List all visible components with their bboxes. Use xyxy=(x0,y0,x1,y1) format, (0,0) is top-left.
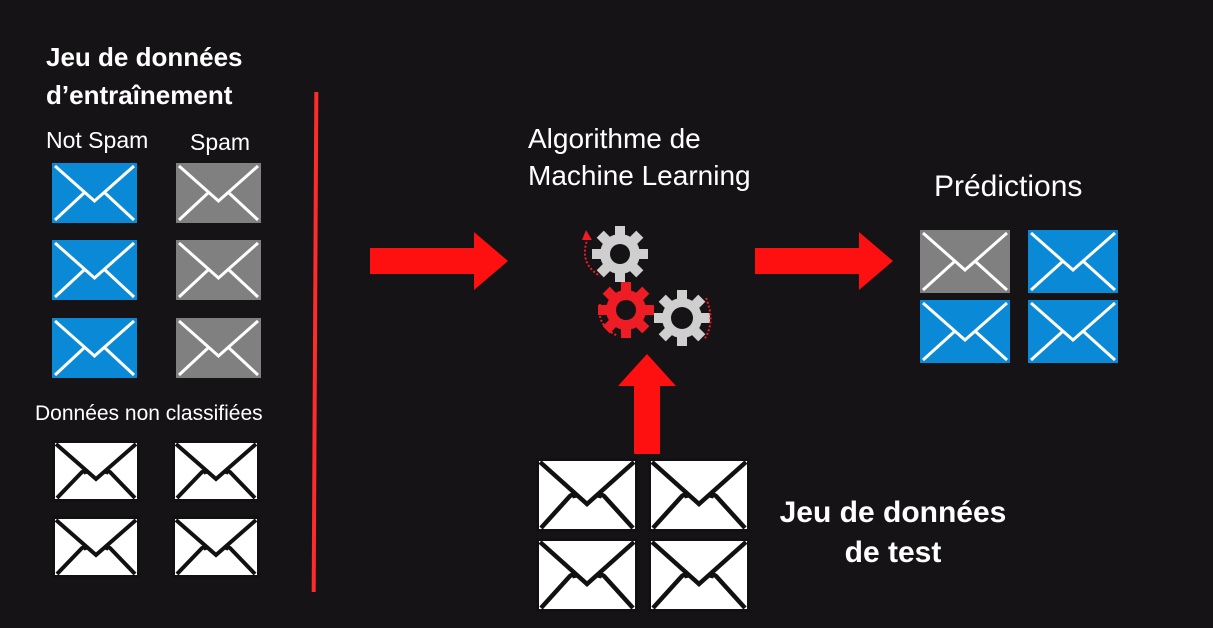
algorithm-title-line2: Machine Learning xyxy=(528,160,751,191)
spam-envelope-icon xyxy=(176,240,261,300)
spam-envelope-icon xyxy=(920,230,1010,293)
test-envelope-icon xyxy=(648,538,750,612)
not-spam-envelope-icon xyxy=(52,318,137,378)
test-envelope-icon xyxy=(536,538,638,612)
test-envelope-icon xyxy=(536,458,638,532)
algorithm-title-line1: Algorithme de xyxy=(528,123,701,154)
unclassified-envelope-icon xyxy=(172,440,260,502)
unclassified-envelope-icon xyxy=(52,440,140,502)
gears-icon xyxy=(578,218,718,348)
unclassified-envelope-icon xyxy=(172,516,260,578)
divider-line xyxy=(311,91,319,593)
spam-label: Spam xyxy=(190,129,251,155)
not-spam-envelope-icon xyxy=(52,163,137,223)
unclassified-label: Données non classifiées xyxy=(35,402,263,425)
spam-envelope-icon xyxy=(176,163,261,223)
not-spam-envelope-icon xyxy=(920,300,1010,363)
arrow-right-icon xyxy=(370,232,508,290)
test-envelope-icon xyxy=(648,458,750,532)
not-spam-envelope-icon xyxy=(1028,300,1118,363)
arrow-right-icon xyxy=(755,232,893,290)
not-spam-envelope-icon xyxy=(52,240,137,300)
arrow-up-icon xyxy=(618,354,676,454)
test-set-title-line2: de test xyxy=(844,536,942,569)
training-title-line1: Jeu de données xyxy=(46,42,243,72)
not-spam-label: Not Spam xyxy=(46,127,149,153)
predictions-title: Prédictions xyxy=(934,170,1083,203)
spam-envelope-icon xyxy=(176,318,261,378)
unclassified-envelope-icon xyxy=(52,516,140,578)
test-set-title-line1: Jeu de données xyxy=(779,496,1007,529)
not-spam-envelope-icon xyxy=(1028,230,1118,293)
training-title-line2: d’entraînement xyxy=(46,80,233,110)
